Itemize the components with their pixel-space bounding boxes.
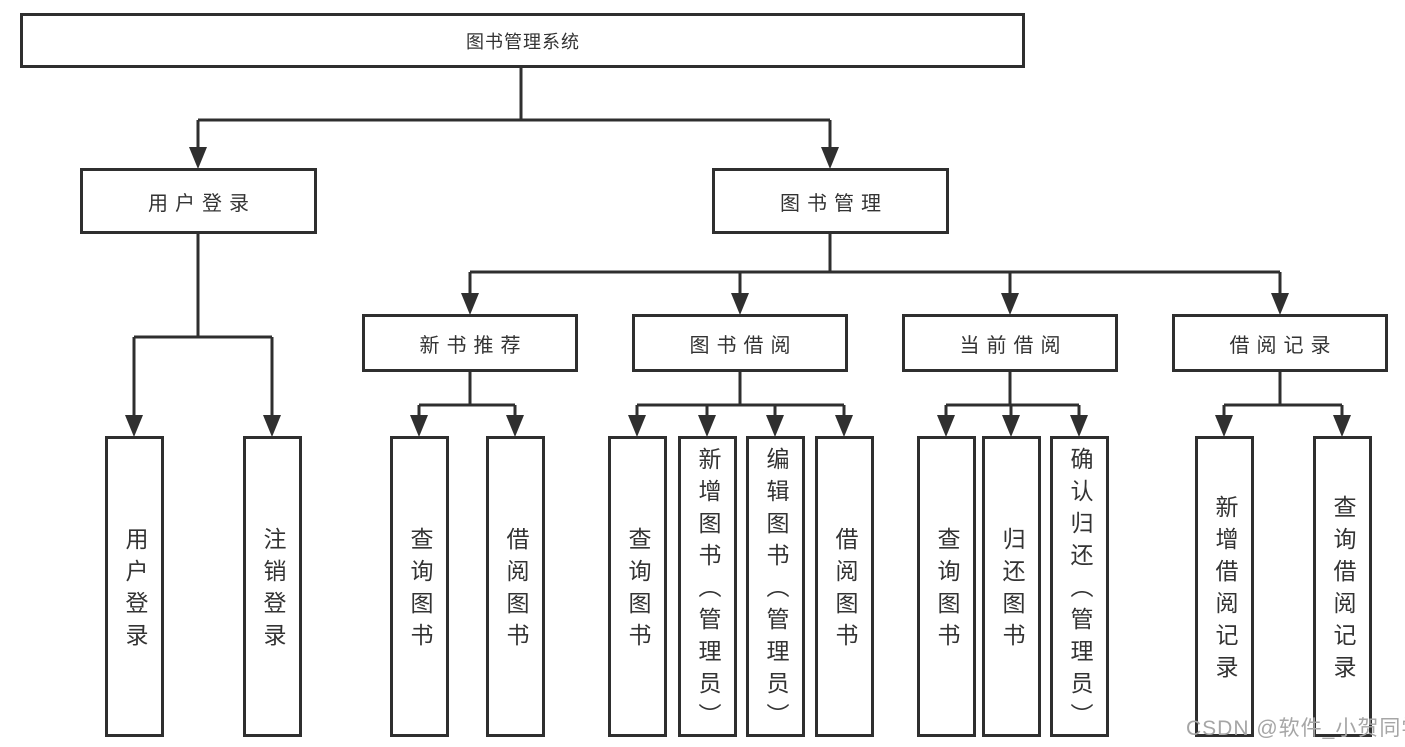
- node-label: 借阅图书: [832, 527, 858, 655]
- node-new-book-recommend: 新书推荐: [362, 314, 578, 372]
- node-label: 查询图书: [934, 527, 960, 655]
- csdn-watermark: CSDN @软件_小贺同学: [1186, 717, 1405, 740]
- node-label: 图书管理系统: [466, 31, 580, 52]
- node-label: 借阅记录: [1229, 334, 1338, 357]
- node-label: 新增借阅记录: [1212, 495, 1238, 687]
- node-label: 借阅图书: [503, 527, 529, 655]
- node-label: 确认归还（管理员）: [1067, 447, 1093, 735]
- node-label: 新增图书（管理员）: [695, 447, 721, 735]
- node-label: 查询借阅记录: [1330, 495, 1356, 687]
- leaf-logout: 注销登录: [243, 436, 302, 737]
- leaf-query-books: 查询图书: [917, 436, 976, 737]
- node-label: 注销登录: [260, 527, 286, 655]
- node-book-management-system: 图书管理系统: [20, 13, 1025, 68]
- node-current-borrowing: 当前借阅: [902, 314, 1118, 372]
- node-label: 归还图书: [999, 527, 1025, 655]
- node-book-management: 图书管理: [712, 168, 949, 234]
- node-book-borrowing: 图书借阅: [632, 314, 848, 372]
- leaf-borrow-books: 借阅图书: [486, 436, 545, 737]
- node-label: 图书管理: [780, 192, 888, 215]
- node-label: 图书借阅: [689, 334, 798, 357]
- node-label: 查询图书: [625, 527, 651, 655]
- node-label: 用户登录: [122, 527, 148, 655]
- leaf-add-borrow-record: 新增借阅记录: [1195, 436, 1254, 737]
- leaf-return-book: 归还图书: [982, 436, 1041, 737]
- leaf-query-borrow-record: 查询借阅记录: [1313, 436, 1372, 737]
- leaf-add-book-admin: 新增图书（管理员）: [678, 436, 737, 737]
- node-label: 查询图书: [407, 527, 433, 655]
- leaf-borrow-books: 借阅图书: [815, 436, 874, 737]
- leaf-confirm-return-admin: 确认归还（管理员）: [1050, 436, 1109, 737]
- node-label: 新书推荐: [419, 334, 528, 357]
- leaf-edit-book-admin: 编辑图书（管理员）: [746, 436, 805, 737]
- leaf-query-books: 查询图书: [390, 436, 449, 737]
- node-label: 当前借阅: [959, 334, 1068, 357]
- node-label: 用户登录: [148, 192, 256, 215]
- leaf-user-login: 用户登录: [105, 436, 164, 737]
- node-borrowing-records: 借阅记录: [1172, 314, 1388, 372]
- node-label: 编辑图书（管理员）: [763, 447, 789, 735]
- leaf-query-books: 查询图书: [608, 436, 667, 737]
- arrowhead-icons: [125, 147, 1351, 437]
- node-user-login: 用户登录: [80, 168, 317, 234]
